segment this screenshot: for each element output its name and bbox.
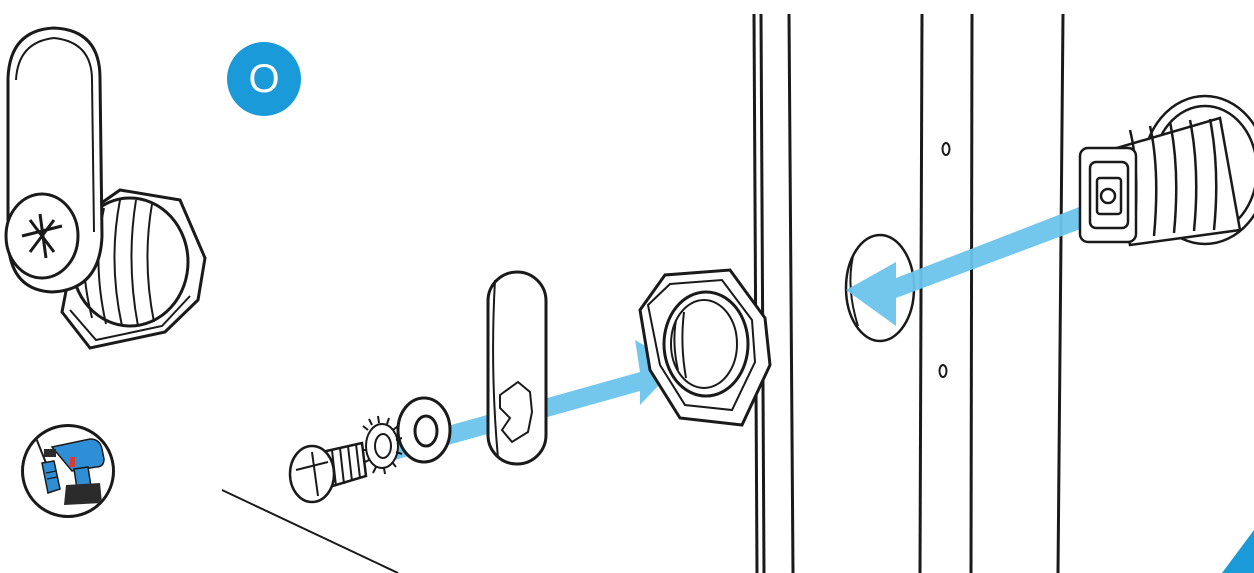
- flat-washer-icon: [396, 396, 452, 464]
- cam-lock-assembled-icon: [4, 26, 207, 350]
- corner-arrow-fragment: [1222, 530, 1254, 573]
- screw-icon: [288, 441, 368, 504]
- lock-body-icon: [1078, 94, 1254, 247]
- step-badge: O: [227, 42, 301, 116]
- step-label: O: [248, 56, 280, 101]
- cabinet-panel: [221, 13, 1065, 573]
- panel-screw-holes: [938, 142, 951, 378]
- hex-nut-icon: [638, 268, 772, 427]
- drill-and-screwdriver-icon: [21, 424, 115, 518]
- cam-arm-icon: [486, 270, 548, 466]
- lock-washer-icon: [359, 415, 403, 475]
- insert-arrows: [380, 195, 1110, 463]
